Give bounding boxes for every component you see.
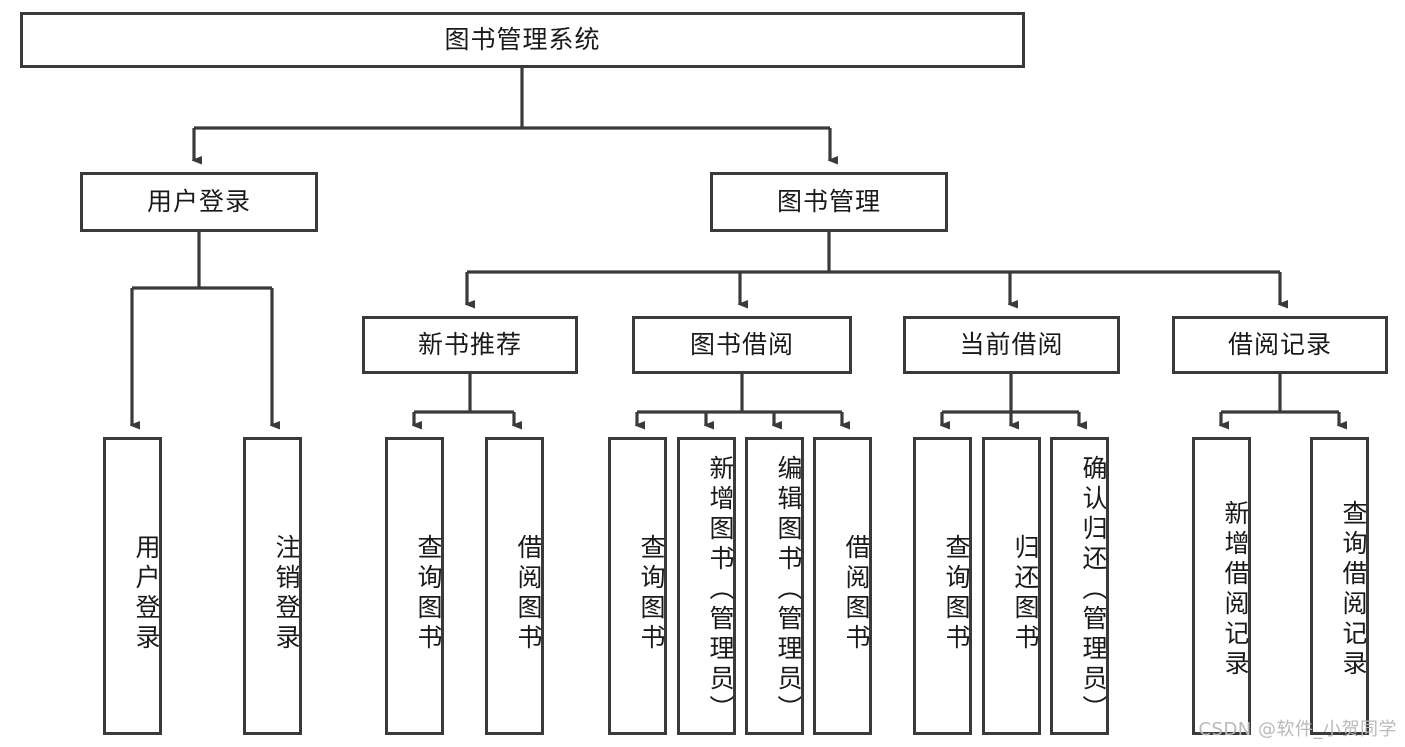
node-leaf-add-book-label: 新增图书（管理员） (706, 455, 735, 725)
node-leaf-user-login-label: 用户登录 (132, 534, 161, 654)
node-new-book-rec[interactable]: 新书推荐 (362, 316, 578, 374)
node-leaf-query-book-1-label: 查询图书 (414, 534, 443, 654)
node-leaf-return-book[interactable]: 归还图书 (982, 437, 1041, 735)
node-leaf-borrow-book-1-label: 借阅图书 (514, 534, 543, 654)
node-leaf-add-book[interactable]: 新增图书（管理员） (677, 437, 736, 735)
watermark-text: CSDN @软件_小贺同学 (1198, 719, 1397, 740)
node-leaf-query-record-label: 查询借阅记录 (1339, 500, 1368, 680)
node-book-borrow-label: 图书借阅 (689, 330, 794, 360)
node-book-manage-label: 图书管理 (776, 187, 881, 217)
node-leaf-add-record[interactable]: 新增借阅记录 (1192, 437, 1251, 735)
node-leaf-borrow-book-2[interactable]: 借阅图书 (813, 437, 872, 735)
node-leaf-edit-book-label: 编辑图书（管理员） (774, 455, 803, 725)
node-leaf-return-book-label: 归还图书 (1011, 534, 1040, 654)
node-leaf-edit-book[interactable]: 编辑图书（管理员） (745, 437, 804, 735)
node-leaf-confirm-return-label: 确认归还（管理员） (1079, 455, 1108, 725)
node-new-book-rec-label: 新书推荐 (417, 330, 522, 360)
node-root-label: 图书管理系统 (444, 25, 601, 55)
node-book-borrow[interactable]: 图书借阅 (632, 316, 852, 374)
node-leaf-borrow-book-2-label: 借阅图书 (842, 534, 871, 654)
node-borrow-record[interactable]: 借阅记录 (1172, 316, 1388, 374)
node-current-borrow-label: 当前借阅 (959, 330, 1064, 360)
node-leaf-confirm-return[interactable]: 确认归还（管理员） (1050, 437, 1109, 735)
node-root[interactable]: 图书管理系统 (20, 12, 1025, 68)
node-leaf-query-book-2[interactable]: 查询图书 (608, 437, 667, 735)
node-leaf-query-record[interactable]: 查询借阅记录 (1310, 437, 1369, 735)
node-leaf-query-book-3-label: 查询图书 (942, 534, 971, 654)
node-current-borrow[interactable]: 当前借阅 (903, 316, 1120, 374)
node-leaf-query-book-1[interactable]: 查询图书 (385, 437, 444, 735)
node-leaf-query-book-2-label: 查询图书 (637, 534, 666, 654)
node-user-login[interactable]: 用户登录 (80, 172, 318, 232)
node-borrow-record-label: 借阅记录 (1227, 330, 1332, 360)
node-leaf-borrow-book-1[interactable]: 借阅图书 (485, 437, 544, 735)
node-leaf-user-logout[interactable]: 注销登录 (243, 437, 302, 735)
node-leaf-query-book-3[interactable]: 查询图书 (913, 437, 972, 735)
node-leaf-add-record-label: 新增借阅记录 (1221, 500, 1250, 680)
node-user-login-label: 用户登录 (146, 187, 251, 217)
node-leaf-user-logout-label: 注销登录 (272, 534, 301, 654)
node-book-manage[interactable]: 图书管理 (710, 172, 948, 232)
node-leaf-user-login[interactable]: 用户登录 (103, 437, 162, 735)
